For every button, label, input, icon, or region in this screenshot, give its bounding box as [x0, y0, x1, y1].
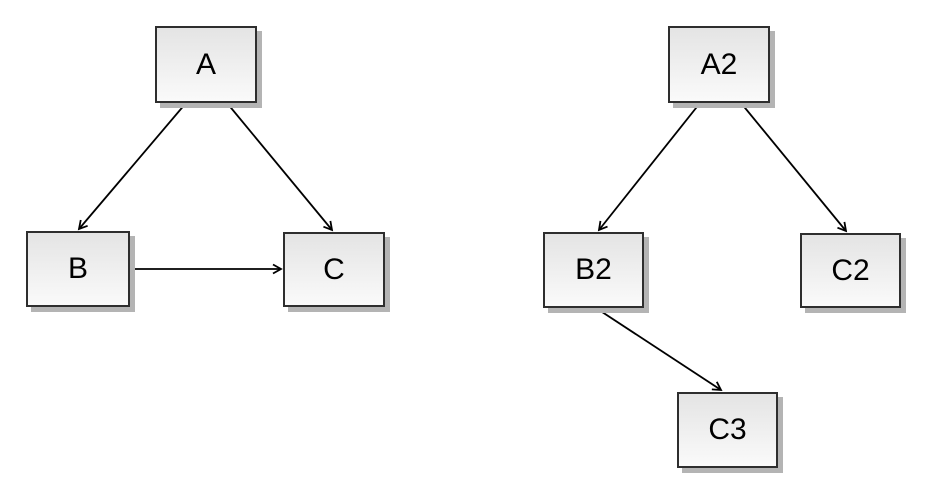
edge-A-C[interactable]	[226, 102, 334, 232]
node-B[interactable]: B	[26, 231, 130, 307]
node-label-C: C	[323, 252, 345, 286]
node-label-C3: C3	[708, 413, 747, 446]
node-label-A2: A2	[700, 47, 738, 81]
edge-A-B[interactable]	[77, 102, 187, 231]
edge-B2-C3[interactable]	[595, 307, 723, 392]
edge-A2-B2[interactable]	[597, 102, 701, 232]
node-A[interactable]: A	[155, 26, 257, 103]
node-C2[interactable]: C2	[800, 233, 901, 308]
edge-group	[77, 102, 848, 392]
node-label-B2: B2	[575, 253, 612, 286]
edge-A2-C2[interactable]	[740, 102, 848, 233]
node-label-C2: C2	[831, 253, 870, 287]
node-label-B: B	[67, 252, 88, 285]
node-label-A: A	[195, 47, 216, 81]
node-A2[interactable]: A2	[668, 26, 770, 103]
node-C3[interactable]: C3	[677, 392, 778, 468]
node-C[interactable]: C	[283, 232, 385, 307]
node-B2[interactable]: B2	[543, 232, 644, 308]
